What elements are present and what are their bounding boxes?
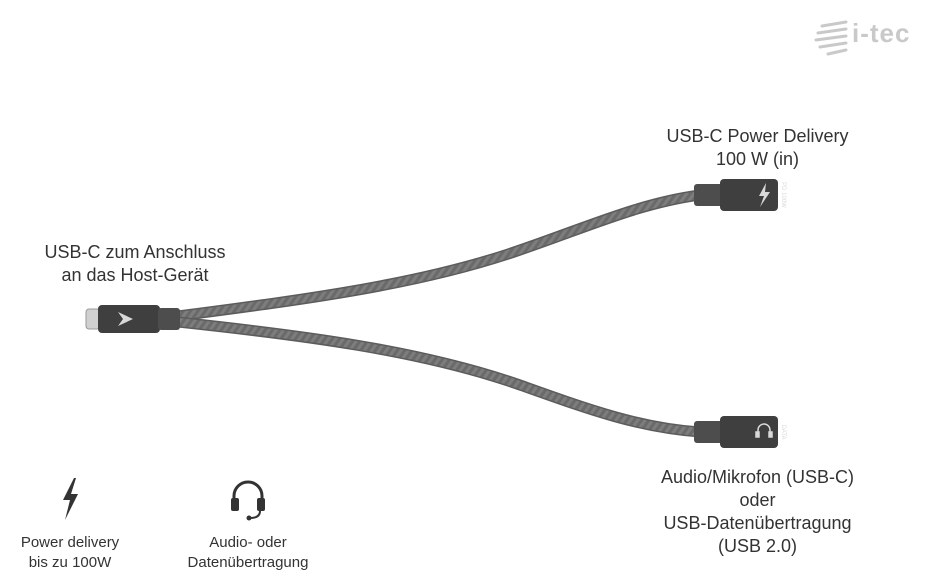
host-usb-c-plug [85, 305, 180, 333]
feature-audio-line1: Audio- oder [209, 534, 287, 551]
data-label-line2: oder [739, 490, 776, 510]
feature-power-line2: bis zu 100W [28, 554, 112, 571]
power-delivery-connector-label: USB-C Power Delivery 100 W (in) [640, 125, 875, 171]
data-connector-label: Audio/Mikrofon (USB-C) oder USB-Datenübe… [640, 466, 875, 558]
logo-mark-icon [814, 20, 848, 56]
pd-plug-text: PD 100W [780, 182, 786, 208]
logo-text: i-tec [852, 18, 911, 48]
feature-audio-line2: Datenübertragung [187, 554, 309, 571]
feature-power-delivery: Power delivery bis zu 100W [5, 474, 135, 573]
pd-label-line1: USB-C Power Delivery [666, 126, 849, 146]
data-label-line1: Audio/Mikrofon (USB-C) [660, 467, 855, 487]
plug-headset-icon [755, 423, 773, 438]
feature-power-line1: Power delivery [20, 534, 120, 551]
plug-lightning-icon [759, 183, 770, 207]
host-connector-label: USB-C zum Anschluss an das Host-Gerät [20, 241, 250, 287]
data-usb-c-plug: DATA [694, 416, 786, 448]
data-label-line3: USB-Datenübertragung [663, 513, 852, 533]
brand-logo: i-tec [812, 14, 928, 58]
power-delivery-usb-c-plug: PD 100W [694, 179, 786, 211]
headset-icon [231, 480, 265, 521]
host-label-line1: USB-C zum Anschluss [44, 242, 226, 262]
pd-label-line2: 100 W (in) [715, 149, 800, 169]
feature-audio-data: Audio- oder Datenübertragung [178, 474, 318, 573]
data-label-line4: (USB 2.0) [717, 536, 798, 556]
host-label-line2: an das Host-Gerät [61, 265, 209, 285]
brand-arrow-icon [118, 312, 133, 326]
lightning-icon [63, 478, 78, 520]
data-plug-text: DATA [780, 424, 786, 439]
